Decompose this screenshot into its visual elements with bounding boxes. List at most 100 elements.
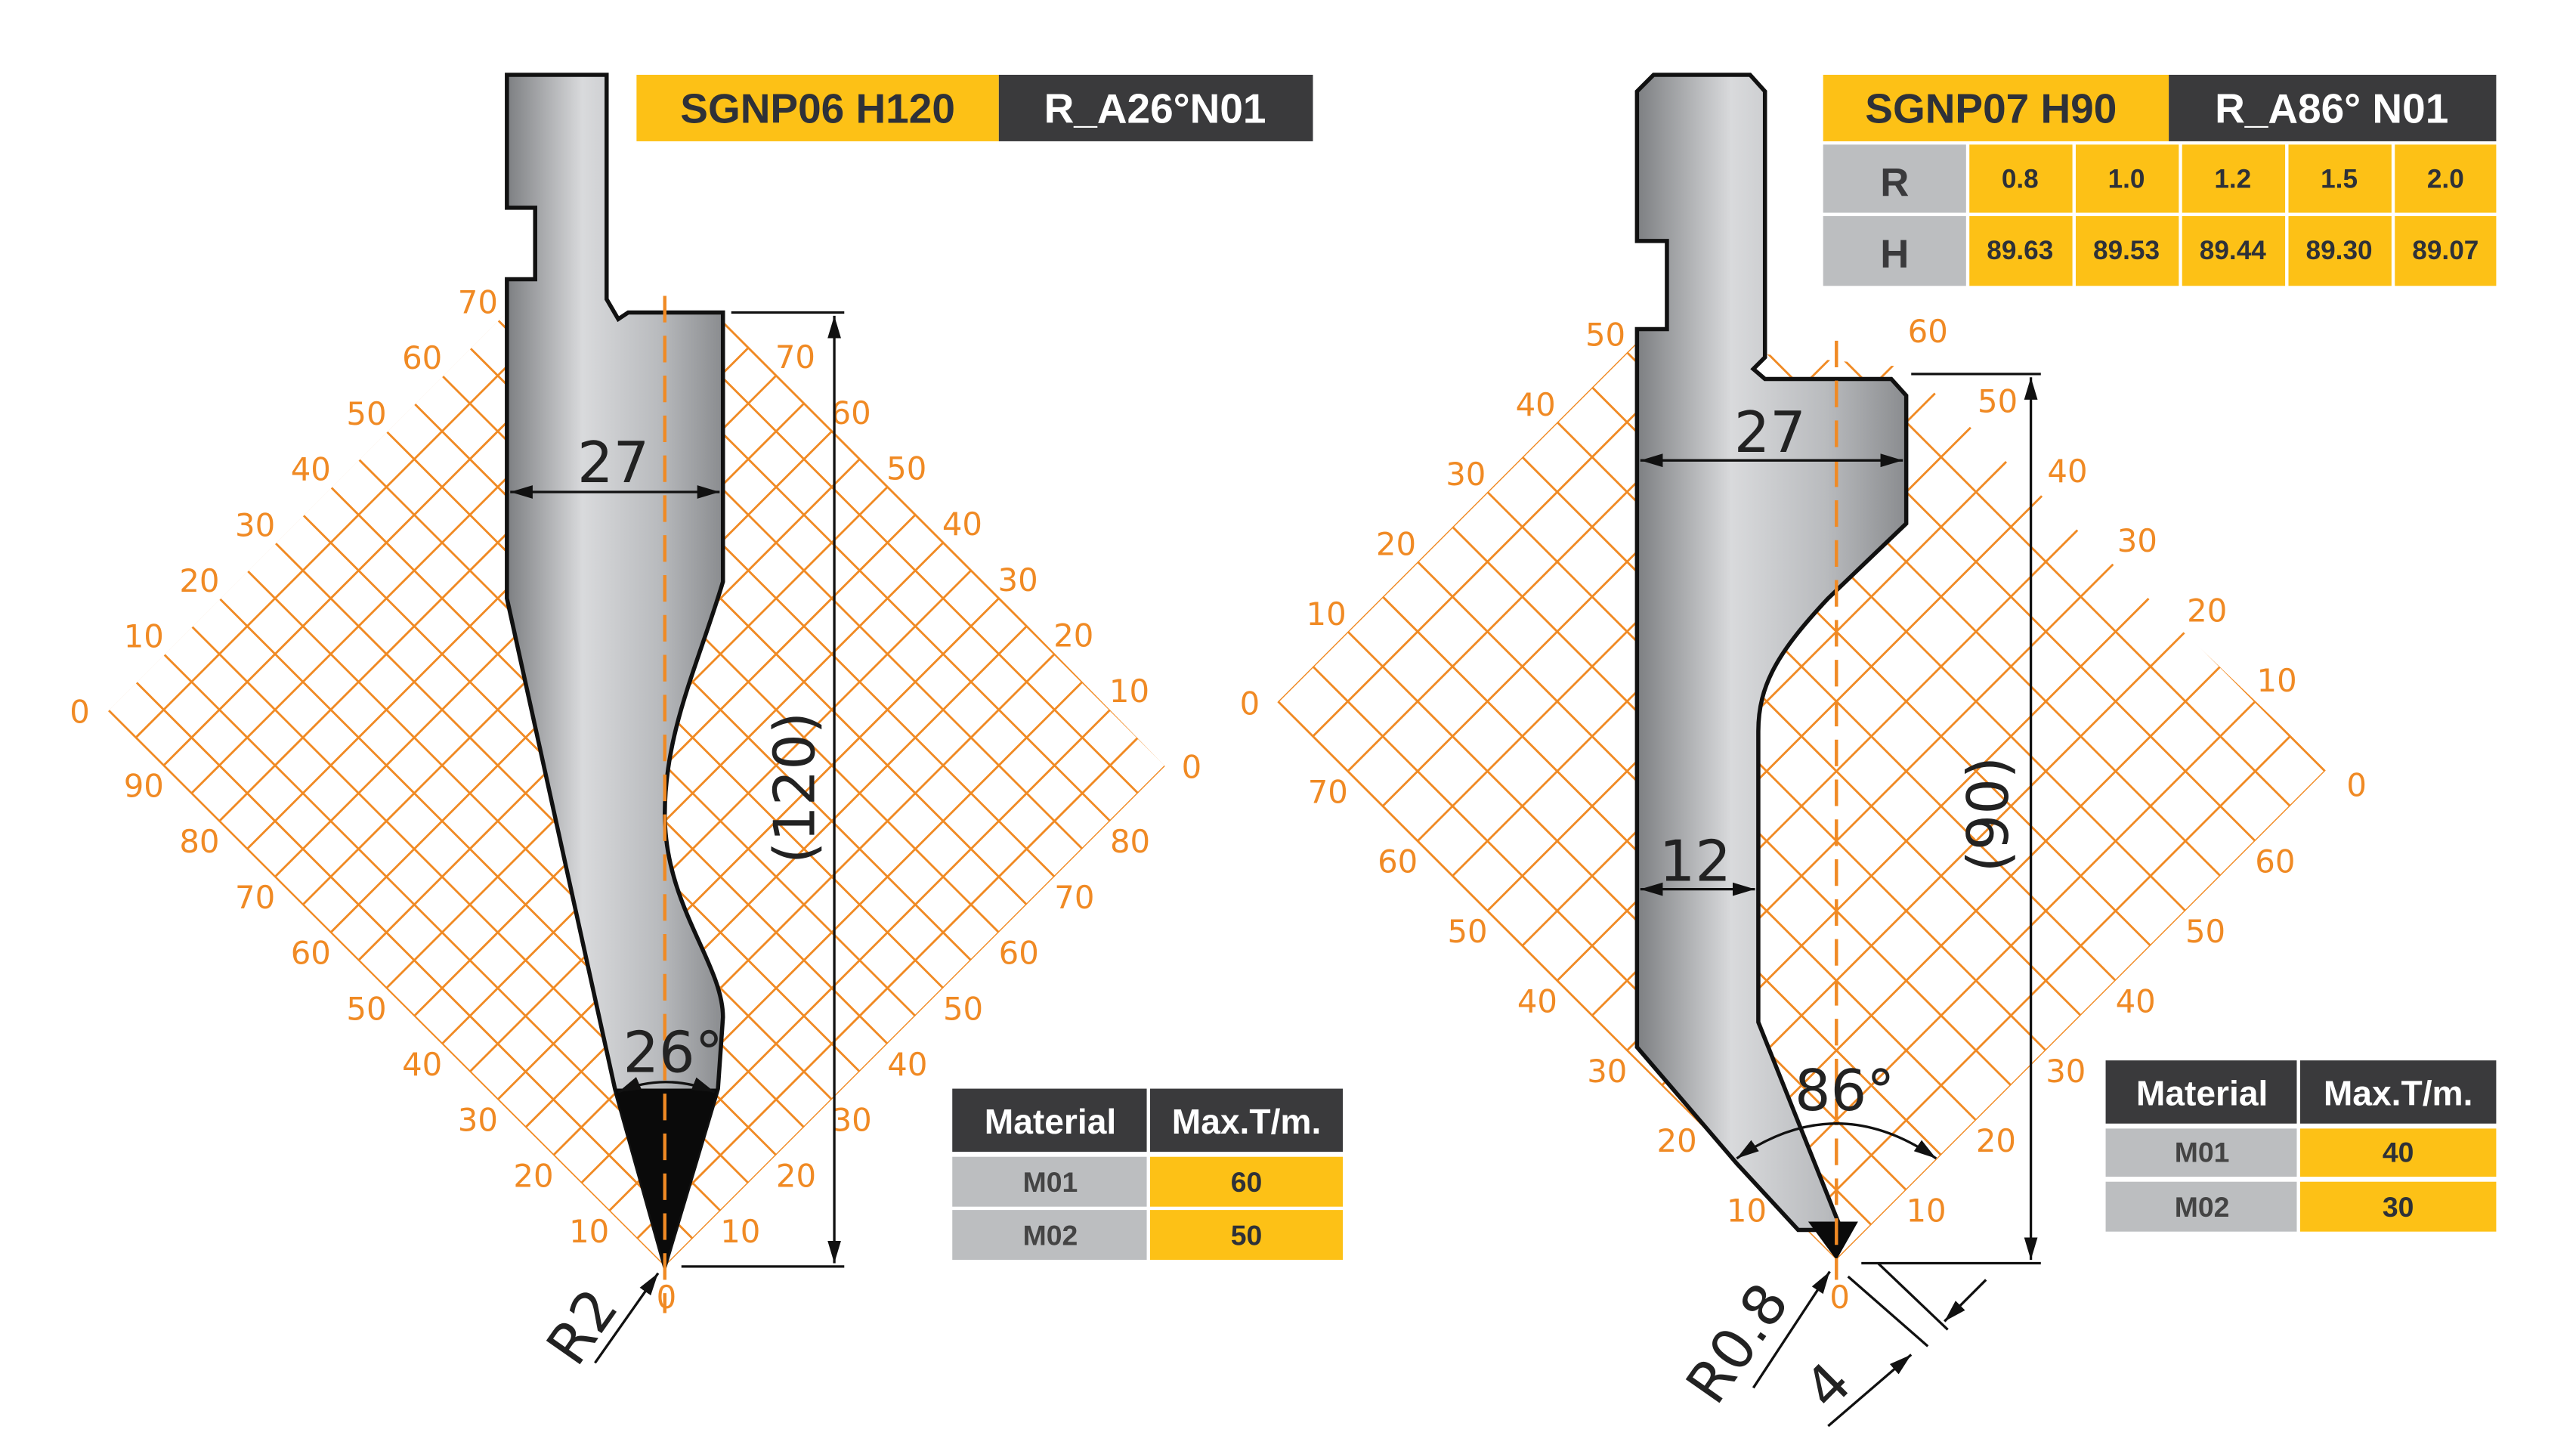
right-tool: 0001020304050607010203040501020304050601… [1240,73,2497,1428]
table-cell: 40 [2383,1136,2414,1168]
table-cell: M01 [2175,1136,2230,1168]
grid-label: 10 [1906,1192,1946,1229]
grid-label: 70 [458,284,498,321]
grid-label: 50 [2185,913,2225,950]
grid-label: 50 [346,990,386,1027]
right-height-value: (90) [1956,756,2021,872]
grid-label: 20 [776,1157,816,1194]
left-radius-value: R2 [534,1277,631,1376]
r-row-label: R [1880,161,1909,206]
grid-label: 70 [235,879,275,916]
grid-label: 50 [346,395,386,432]
h-value: 89.63 [1987,236,2053,265]
grid-label: 90 [124,768,164,805]
table-cell: M02 [1023,1219,1078,1251]
grid-line [1486,490,2047,1051]
grid-label: 40 [887,1046,927,1083]
r-value: 1.2 [2214,165,2251,194]
right-model-label: SGNP07 H90 [1865,85,2117,132]
left-angle-arc [617,1077,716,1094]
grid-label: 30 [458,1102,498,1139]
r-value: 1.5 [2321,165,2358,194]
left-height-value: (120) [762,712,828,864]
grid-label: 30 [1587,1053,1627,1090]
h-value: 89.07 [2412,236,2479,265]
right-neck-dimension: 12 [1659,829,1731,895]
grid-label: 80 [1110,823,1150,860]
grid-label: 10 [569,1213,609,1250]
r-value: 1.0 [2108,165,2145,194]
table-cell: 60 [1231,1166,1263,1198]
left-code-label: R_A26°N01 [1044,85,1266,132]
grid-line [135,681,694,1240]
grid-line [107,709,666,1267]
table-header: Max.T/m. [2324,1074,2473,1113]
grid-label: 30 [998,562,1038,599]
grid-label: 50 [886,450,926,487]
table-header: Max.T/m. [1172,1102,1322,1141]
grid-label: 10 [1307,596,1347,633]
right-radius-leader [1752,1270,1831,1389]
grid-label: 0 [70,694,90,731]
h-row-label: H [1880,232,1909,277]
grid-label: 40 [1516,386,1556,423]
table-header: Material [985,1102,1117,1141]
r-value: 2.0 [2427,165,2464,194]
right-material-table: Material Max.T/m. M01 40 M02 30 [2105,1060,2497,1232]
grid-label: 10 [1727,1192,1767,1229]
right-code-label: R_A86° N01 [2215,85,2448,132]
right-punch-body [1634,73,1909,1233]
grid-label: 60 [291,935,331,972]
grid-label: 10 [720,1213,760,1250]
grid-label: 30 [2117,522,2157,559]
grid-label: 30 [1446,456,1486,493]
grid-label: 20 [513,1157,553,1194]
grid-label: 50 [1447,913,1487,950]
left-angle-value: 26° [623,1020,723,1086]
table-cell: M02 [2175,1191,2230,1223]
grid-label: 60 [831,394,871,432]
radius-height-table: R H 0.889.631.089.531.289.441.589.302.08… [1823,144,2497,286]
table-header: Material [2136,1074,2268,1113]
left-radius-leader [594,1272,660,1364]
right-offset-value: 4 [1792,1350,1863,1422]
right-offset-dimension [1827,1262,1987,1428]
grid-label: 70 [775,339,815,376]
grid-label: 30 [235,506,275,543]
left-width-dimension: 27 [577,430,649,496]
grid-label: 40 [402,1046,442,1083]
grid-label: 10 [2257,662,2297,699]
grid-line [1730,342,2291,807]
grid-label: 20 [1376,526,1416,563]
grid-label: 70 [1308,773,1348,810]
right-width-dimension: 27 [1734,400,1806,466]
grid-label: 0 [1829,1279,1850,1316]
grid-label: 20 [2187,592,2227,630]
table-cell: 30 [2383,1191,2414,1223]
left-model-label: SGNP06 H120 [680,85,955,132]
grid-label: 0 [1240,685,1260,722]
left-material-table: Material Max.T/m. M01 60 M02 50 [952,1088,1344,1261]
right-angle-value: 86° [1795,1058,1895,1124]
grid-label: 60 [1378,843,1418,880]
grid-label: 40 [2047,453,2087,490]
grid-line [1521,456,2082,1016]
grid-label: 60 [402,339,442,376]
grid-line [1696,342,2256,842]
grid-label: 40 [942,506,982,543]
h-value: 89.30 [2306,236,2373,265]
right-punch-tip [1808,1221,1858,1261]
table-cell: M01 [1023,1166,1078,1198]
left-tool: 0001020304050607080901020304050607010203… [70,73,1344,1377]
grid-label: 0 [1182,748,1202,785]
grid-label: 30 [2046,1053,2086,1090]
h-value: 89.53 [2093,236,2160,265]
grid-label: 50 [1978,382,2018,419]
grid-label: 10 [124,618,164,655]
left-height-dimension [681,311,845,1268]
right-height-dimension [1861,373,2041,1265]
grid-label: 40 [1517,982,1557,1019]
grid-label: 10 [1109,673,1149,710]
grid-label: 20 [1976,1122,2016,1159]
grid-label: 40 [291,451,331,488]
